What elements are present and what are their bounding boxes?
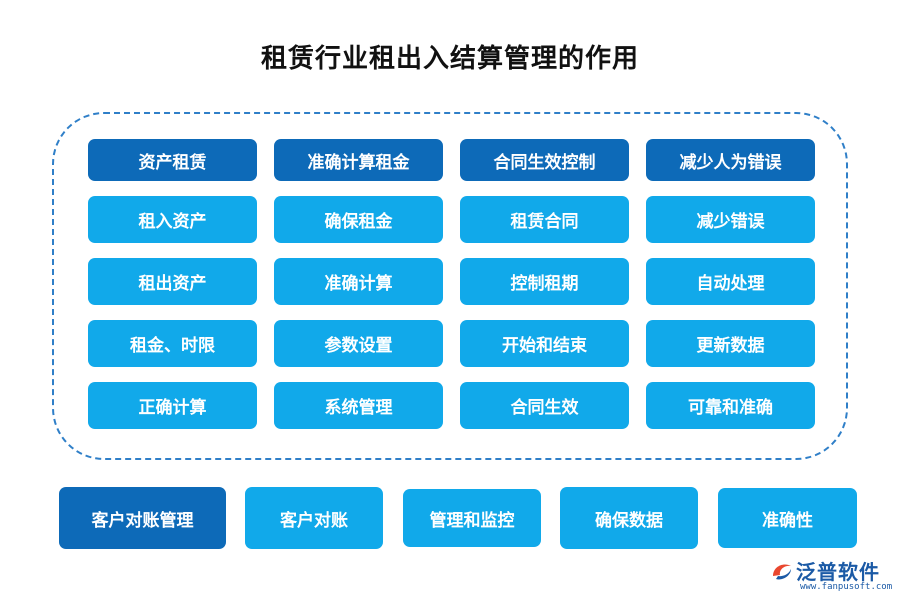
grid-cell: 开始和结束 <box>460 320 629 367</box>
header-cell-rent-calculation: 准确计算租金 <box>274 139 443 181</box>
bottom-box-reconciliation-management: 客户对账管理 <box>59 487 226 549</box>
logo-swirl-icon <box>773 564 791 580</box>
function-grid: 资产租赁 准确计算租金 合同生效控制 减少人为错误 租入资产 确保租金 租赁合同… <box>88 139 815 429</box>
grid-cell: 准确计算 <box>274 258 443 305</box>
grid-cell: 正确计算 <box>88 382 257 429</box>
header-cell-reduce-errors: 减少人为错误 <box>646 139 815 181</box>
bottom-box-accuracy: 准确性 <box>718 488 857 548</box>
grid-cell: 可靠和准确 <box>646 382 815 429</box>
grid-cell: 参数设置 <box>274 320 443 367</box>
grid-cell: 合同生效 <box>460 382 629 429</box>
grid-cell: 租赁合同 <box>460 196 629 243</box>
grid-cell: 确保租金 <box>274 196 443 243</box>
brand-logo: 泛普软件 www.fanpusoft.com <box>770 556 893 594</box>
logo-name: 泛普软件 <box>796 560 880 584</box>
grid-cell: 系统管理 <box>274 382 443 429</box>
grid-cell: 自动处理 <box>646 258 815 305</box>
grid-cell: 租出资产 <box>88 258 257 305</box>
grid-cell: 更新数据 <box>646 320 815 367</box>
page-title: 租赁行业租出入结算管理的作用 <box>260 44 639 74</box>
grid-cell: 减少错误 <box>646 196 815 243</box>
grid-cell: 租金、时限 <box>88 320 257 367</box>
bottom-box-monitoring: 管理和监控 <box>403 489 541 547</box>
bottom-box-ensure-data: 确保数据 <box>560 487 698 549</box>
bottom-box-reconciliation: 客户对账 <box>245 487 383 549</box>
logo-url: www.fanpusoft.com <box>800 582 893 592</box>
dashed-panel <box>52 112 848 460</box>
grid-cell: 租入资产 <box>88 196 257 243</box>
header-cell-contract-control: 合同生效控制 <box>460 139 629 181</box>
header-cell-asset-leasing: 资产租赁 <box>88 139 257 181</box>
grid-cell: 控制租期 <box>460 258 629 305</box>
